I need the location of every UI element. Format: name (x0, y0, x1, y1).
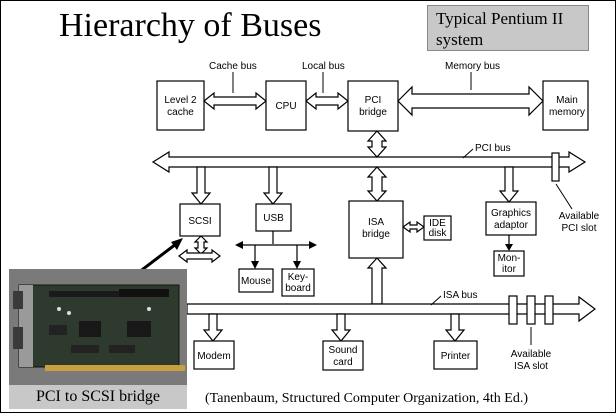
monitor-label-2: itor (502, 264, 517, 275)
monitor-label-1: Mon- (498, 253, 521, 264)
usb-left-arrowhead (235, 241, 243, 249)
l2cache-box: Level 2 cache (156, 80, 205, 131)
scsi-drop (190, 166, 212, 205)
slide-title: Hierarchy of Buses (59, 7, 322, 44)
photo-caption: PCI to SCSI bridge (9, 385, 187, 409)
idedisk-label-2: disk (429, 228, 448, 239)
graphics-label-2: adaptor (494, 220, 529, 231)
usb-drop (262, 166, 284, 205)
graphics-label-1: Graphics (491, 208, 531, 219)
keyboard-label-1: Key- (288, 272, 309, 283)
keyboard-arrowhead (293, 261, 301, 269)
printer-drop (444, 313, 466, 342)
pci-slot-label-1: Available (559, 211, 600, 222)
pci-slot-label-2: PCI slot (561, 223, 596, 234)
soundcard-label-1: Sound (329, 345, 358, 356)
l2cache-label-2: cache (167, 107, 194, 118)
modem-drop (202, 313, 224, 342)
callout-line-2: system (436, 30, 484, 49)
modem-label: Modem (197, 351, 230, 362)
system-callout: Typical Pentium II system (427, 5, 589, 51)
isa-bus-pointer (430, 295, 442, 306)
usb-right-arrowhead (309, 241, 317, 249)
photo-pointer-head (171, 238, 183, 250)
pci-bus-pointer (462, 148, 474, 159)
keyboard-box: Key- board (281, 268, 315, 297)
usb-label: USB (263, 213, 284, 224)
isabridge-pci-link (366, 166, 388, 202)
pcibridge-pci-link (366, 130, 388, 158)
cache-bus-label: Cache bus (209, 61, 257, 72)
isabridge-label-1: ISA (368, 217, 384, 228)
mainmem-box: Main memory (542, 80, 589, 131)
pci-bus-label: PCI bus (475, 143, 511, 154)
modem-box: Modem (193, 340, 235, 370)
isa-bus-label: ISA bus (443, 290, 477, 301)
pcibridge-box: PCI bridge (347, 80, 399, 132)
isabridge-isa-link (366, 257, 388, 305)
monitor-box: Mon- itor (493, 250, 525, 277)
pci-bus (151, 150, 587, 174)
mouse-label: Mouse (241, 276, 271, 287)
isa-slot-2 (526, 295, 536, 325)
scsi-box: SCSI (179, 203, 221, 237)
local-bus-arrow (305, 91, 349, 111)
printer-box: Printer (433, 340, 478, 370)
keyboard-label-2: board (285, 283, 311, 294)
isabridge-box: ISA bridge (348, 200, 404, 259)
cpu-label: CPU (275, 101, 296, 112)
isa-slot-1 (508, 295, 518, 325)
graphics-box: Graphics adaptor (485, 201, 537, 236)
isabridge-label-2: bridge (362, 229, 390, 240)
scsi-label: SCSI (188, 216, 211, 227)
monitor-arrowhead (505, 244, 513, 251)
scsi-double-arrow (193, 235, 209, 255)
local-bus-label: Local bus (302, 61, 345, 72)
pci-slot-pointer (555, 183, 573, 210)
soundcard-drop (330, 313, 352, 342)
pci-slot (551, 152, 560, 182)
idedisk-box: IDE disk (423, 215, 452, 241)
isa-slot-3 (544, 295, 554, 325)
l2cache-label-1: Level 2 (164, 95, 197, 106)
mouse-arrowhead (251, 261, 259, 269)
soundcard-box: Sound card (322, 340, 364, 371)
memory-bus-arrow (397, 85, 544, 117)
isa-bus (186, 295, 596, 323)
mainmem-label-2: memory (549, 107, 585, 118)
idedisk-label-1: IDE (429, 218, 446, 229)
mainmem-label-1: Main (556, 95, 578, 106)
isa-slot-label-1: Available (511, 349, 552, 360)
mouse-box: Mouse (238, 268, 274, 293)
usb-box: USB (255, 203, 292, 232)
memory-bus-label: Memory bus (445, 61, 500, 72)
soundcard-label-2: card (333, 357, 352, 368)
printer-label: Printer (441, 351, 471, 362)
scsi-bus-arrow (178, 248, 221, 264)
isa-slot-label-2: ISA slot (514, 361, 548, 372)
cpu-box: CPU (265, 80, 307, 131)
graphics-drop (498, 166, 520, 203)
scsi-card-photo (9, 269, 187, 385)
pcibridge-label-1: PCI (365, 95, 382, 106)
citation: (Tanenbaum, Structured Computer Organiza… (205, 391, 529, 406)
scsi-card-image (9, 269, 187, 385)
pcibridge-label-2: bridge (359, 107, 387, 118)
callout-line-1: Typical Pentium II (436, 9, 564, 28)
ide-link (401, 220, 426, 234)
cache-bus-arrow (203, 91, 267, 111)
